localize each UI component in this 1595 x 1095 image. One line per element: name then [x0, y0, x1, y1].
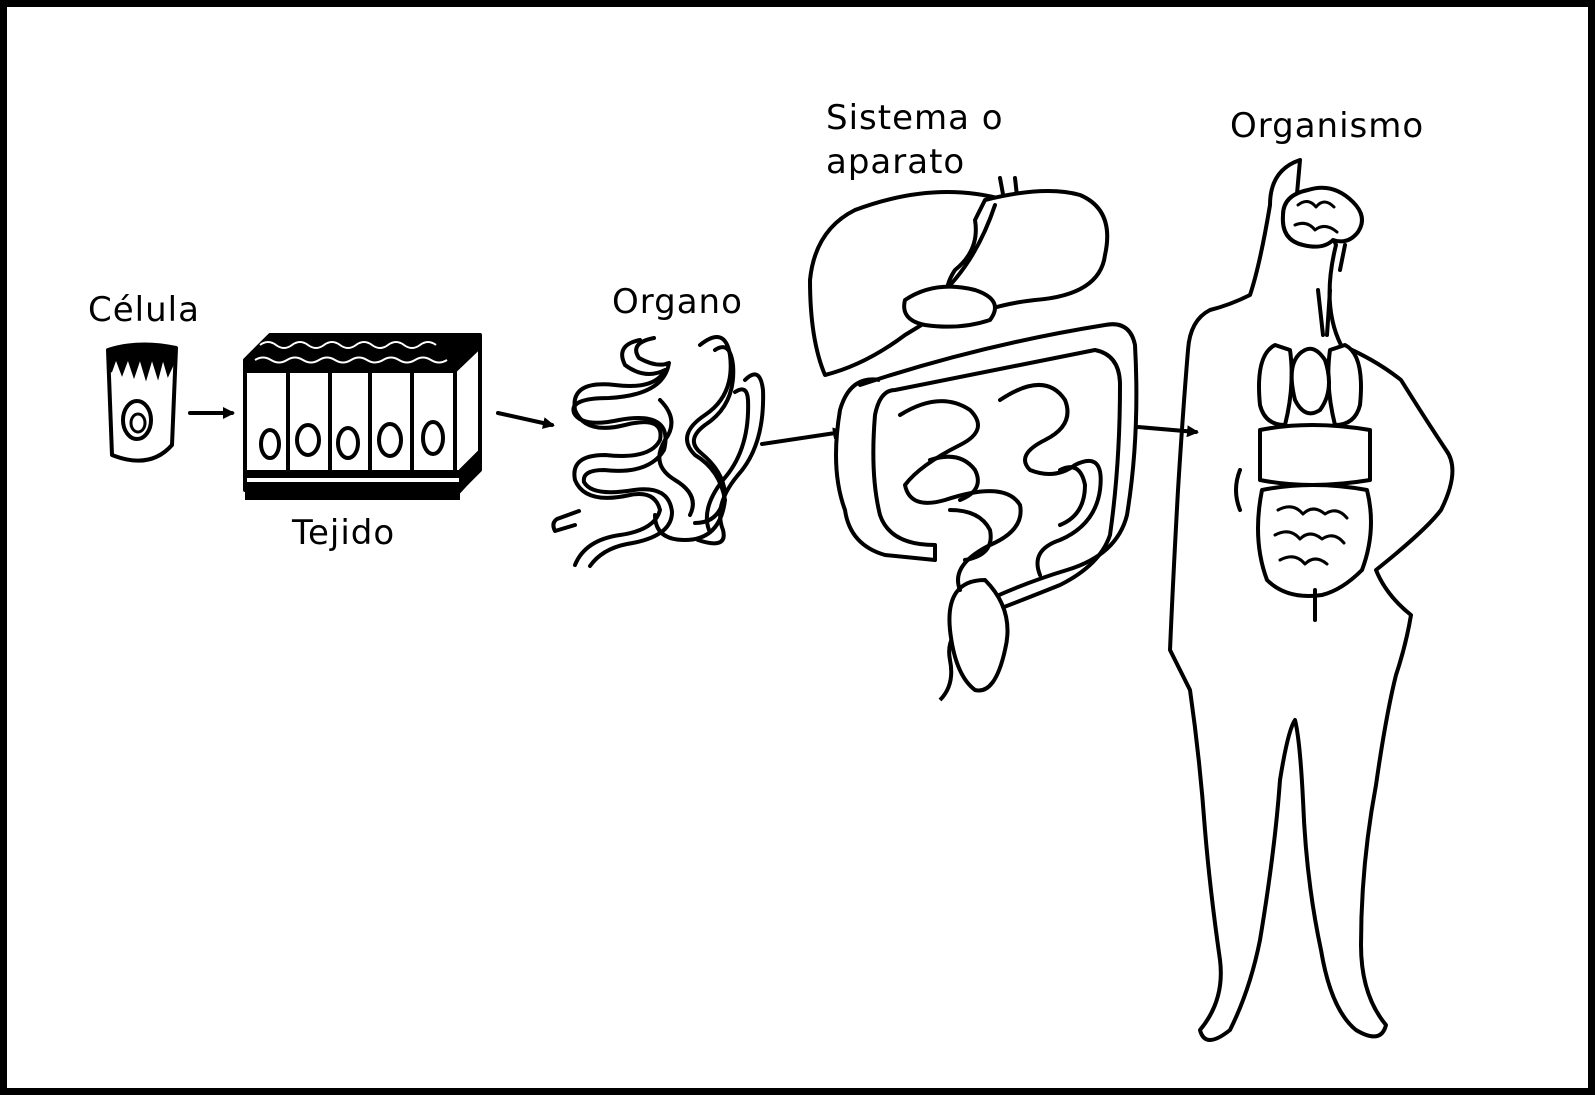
arrow-tissue-to-organ	[496, 411, 555, 429]
arrow-system-to-organism	[1136, 425, 1199, 438]
organ-illustration	[551, 335, 766, 568]
organism-illustration	[1168, 158, 1455, 1042]
label-organ: Organo	[612, 282, 743, 322]
label-tissue: Tejido	[292, 513, 396, 553]
label-system-line1: Sistema o	[826, 98, 1004, 138]
cell-illustration	[106, 342, 178, 463]
label-system-line2: aparato	[826, 142, 966, 182]
label-organism: Organismo	[1230, 106, 1425, 146]
label-cell: Célula	[88, 290, 200, 330]
tissue-illustration	[243, 333, 482, 500]
arrow-organ-to-system	[760, 427, 845, 446]
digestive-system-illustration	[808, 176, 1139, 702]
